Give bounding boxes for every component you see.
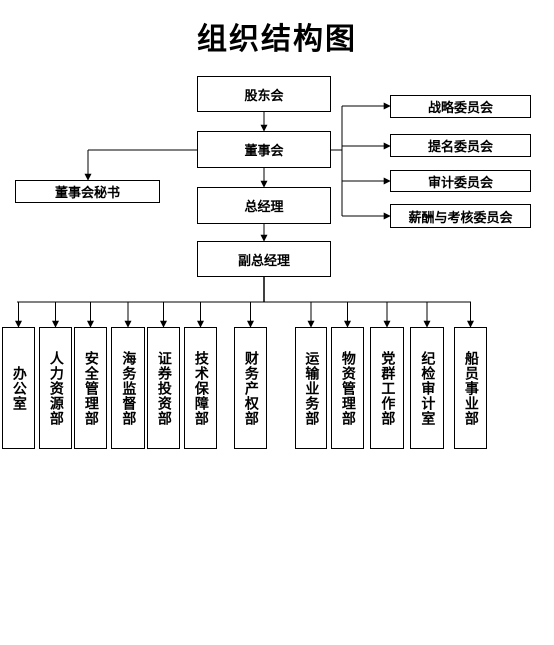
box-shareholders: 股东会: [197, 76, 331, 112]
department-label: 财务产权部: [242, 350, 259, 426]
chart-title: 组织结构图: [197, 22, 357, 57]
department-box-8: 物资管理部: [331, 327, 364, 449]
department-label: 人力资源部: [47, 350, 64, 426]
box-committee-nomination: 提名委员会: [390, 134, 531, 157]
department-label: 党群工作部: [379, 350, 396, 426]
department-box-1: 人力资源部: [39, 327, 72, 449]
department-box-4: 证券投资部: [147, 327, 180, 449]
department-box-3: 海务监督部: [111, 327, 145, 449]
box-committee-audit: 审计委员会: [390, 170, 531, 192]
department-label: 物资管理部: [339, 350, 356, 426]
department-box-9: 党群工作部: [370, 327, 404, 449]
department-label: 海务监督部: [120, 350, 137, 426]
department-label: 安全管理部: [82, 350, 99, 426]
department-drop-lines: [15, 302, 474, 328]
department-label: 船员事业部: [462, 350, 479, 426]
box-committee-strategy: 战略委员会: [390, 95, 531, 118]
box-committee-compensation: 薪酬与考核委员会: [390, 204, 531, 228]
department-box-10: 纪检审计室: [410, 327, 444, 449]
box-board-secretary: 董事会秘书: [15, 180, 160, 203]
department-box-2: 安全管理部: [74, 327, 107, 449]
department-label: 证券投资部: [155, 350, 172, 426]
department-label: 技术保障部: [192, 350, 209, 426]
department-label: 办公室: [10, 365, 27, 411]
box-general-manager: 总经理: [197, 187, 331, 224]
department-box-5: 技术保障部: [184, 327, 217, 449]
box-board: 董事会: [197, 131, 331, 168]
department-box-11: 船员事业部: [454, 327, 487, 449]
department-box-6: 财务产权部: [234, 327, 267, 449]
department-label: 运输业务部: [303, 350, 320, 426]
box-vice-general-manager: 副总经理: [197, 241, 331, 277]
department-label: 纪检审计室: [419, 350, 436, 426]
department-box-7: 运输业务部: [295, 327, 327, 449]
department-box-0: 办公室: [2, 327, 35, 449]
